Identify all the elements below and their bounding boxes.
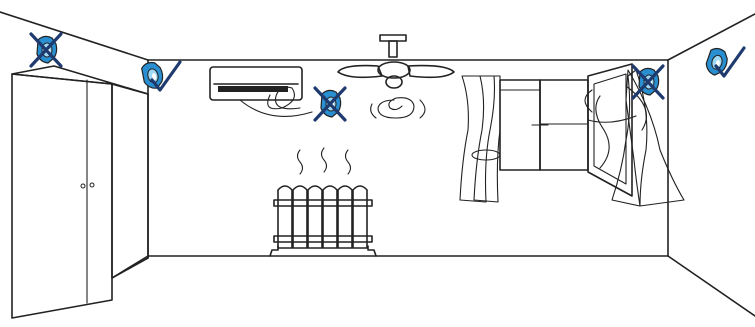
ceiling-fan-icon bbox=[338, 35, 454, 118]
radiator-fin bbox=[353, 186, 367, 248]
heat-wave-2 bbox=[322, 148, 327, 172]
heat-wave-1 bbox=[298, 150, 303, 174]
radiator-fin bbox=[308, 186, 322, 248]
air-conditioner-icon bbox=[210, 67, 312, 116]
radiator-fin bbox=[323, 186, 337, 248]
wardrobe-icon bbox=[12, 66, 148, 318]
room-walls bbox=[0, 12, 755, 316]
radiator-icon bbox=[270, 148, 376, 256]
radiator-fin bbox=[293, 186, 307, 248]
left-ceiling-edge bbox=[0, 12, 148, 60]
curtain-left-front bbox=[474, 76, 500, 202]
radiator-fin bbox=[338, 186, 352, 248]
wardrobe-knob-left bbox=[81, 184, 85, 188]
right-floor-edge bbox=[668, 256, 755, 316]
airflow-swirl bbox=[378, 98, 414, 118]
wardrobe-knob-right bbox=[90, 183, 94, 187]
curtain-left-back bbox=[460, 76, 495, 202]
heat-wave-3 bbox=[346, 150, 351, 174]
radiator-fin bbox=[278, 186, 292, 248]
